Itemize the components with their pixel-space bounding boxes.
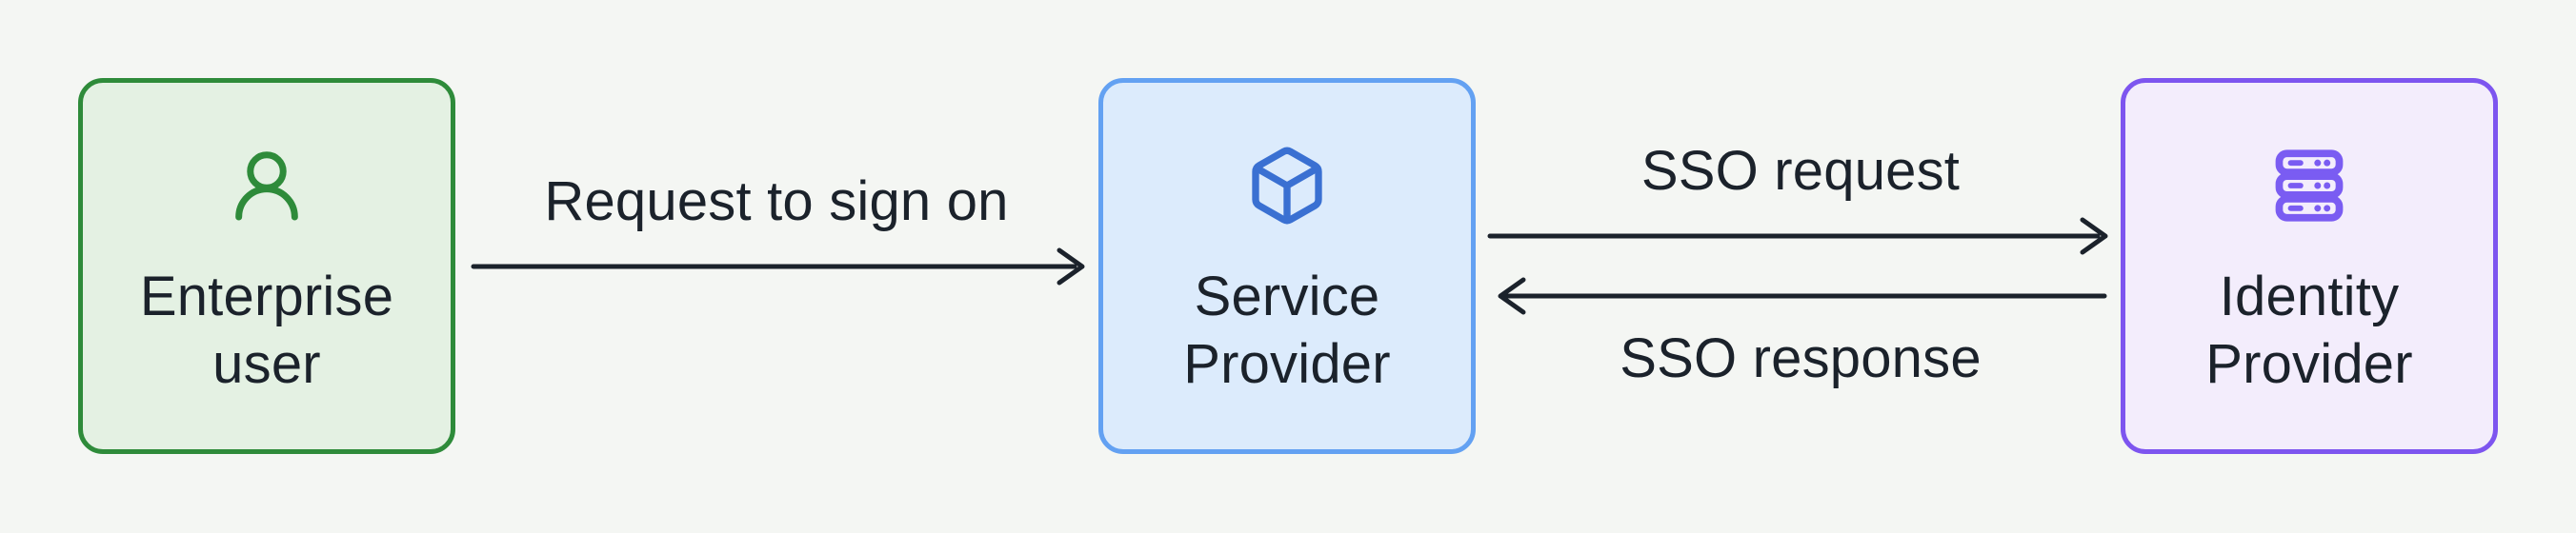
node-label-line: Provider: [2205, 333, 2413, 395]
arrow-request-to-sign-on: [471, 247, 1085, 286]
node-service-provider: Service Provider: [1098, 78, 1476, 454]
user-icon: [235, 151, 298, 221]
node-label-line: Identity: [2219, 266, 2400, 327]
edge-label-sso-response: SSO response: [1620, 327, 1982, 389]
cube-icon: [1252, 147, 1322, 225]
node-identity-provider: Identity Provider: [2121, 78, 2498, 454]
node-label-identity-provider: Identity Provider: [2125, 263, 2493, 398]
edge-label-sso-request: SSO request: [1640, 140, 1961, 202]
edge-label-request-to-sign-on: Request to sign on: [544, 170, 1009, 232]
arrow-sso-response: [1498, 277, 2107, 315]
node-label-line: Service: [1194, 266, 1380, 327]
server-icon-details: [2287, 159, 2331, 212]
node-label-service-provider: Service Provider: [1103, 263, 1471, 398]
node-label-line: user: [212, 333, 321, 395]
server-icon: [2275, 149, 2344, 222]
node-label-enterprise-user: Enterprise user: [83, 263, 451, 398]
node-label-line: Provider: [1183, 333, 1391, 395]
node-enterprise-user: Enterprise user: [78, 78, 455, 454]
node-label-line: Enterprise: [139, 266, 394, 327]
arrow-sso-request: [1487, 217, 2108, 255]
